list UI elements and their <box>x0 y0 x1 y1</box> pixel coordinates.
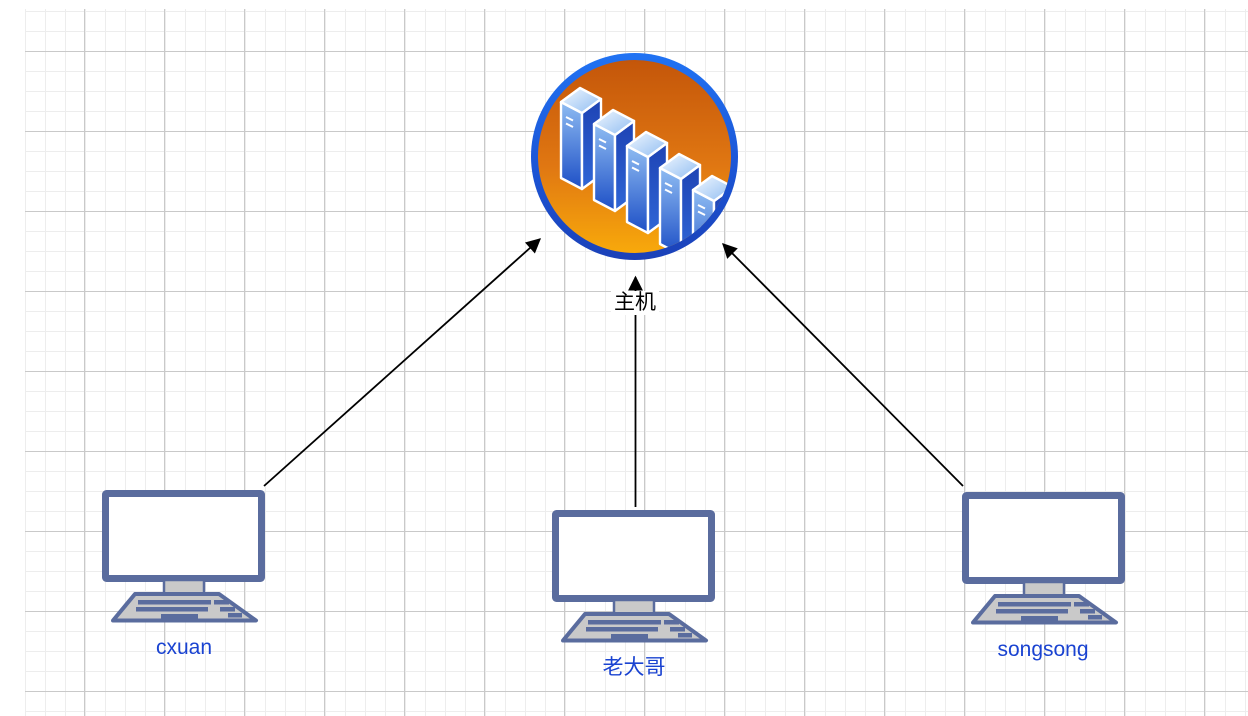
node-host-label: 主机 <box>611 291 659 315</box>
edge-cxuan-to-host[interactable] <box>263 238 542 487</box>
node-laodage-label: 老大哥 <box>602 656 666 679</box>
node-songsong-label: songsong <box>997 638 1089 661</box>
node-cxuan-label: cxuan <box>155 636 213 659</box>
desktop-computer-icon <box>102 490 265 623</box>
node-laodage[interactable] <box>552 510 715 648</box>
node-cxuan[interactable] <box>102 490 265 628</box>
edge-songsong-to-host[interactable] <box>722 243 964 487</box>
desktop-computer-icon <box>552 510 715 643</box>
server-icon <box>538 60 731 253</box>
desktop-computer-icon <box>962 492 1125 625</box>
canvas-left-margin <box>0 0 25 716</box>
node-host[interactable] <box>531 53 738 260</box>
canvas-top-margin <box>0 0 1248 9</box>
node-songsong[interactable] <box>962 492 1125 630</box>
server-towers-graphic <box>559 86 731 253</box>
